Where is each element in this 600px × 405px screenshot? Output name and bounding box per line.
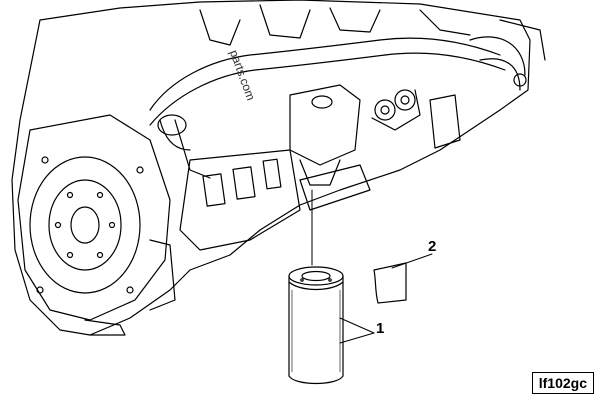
callout-leaders [339,253,433,344]
filter-head [289,84,361,186]
figure-reference-code: lf102gc [531,372,594,394]
oil-filter [288,266,344,385]
callout-1: 1 [376,320,385,337]
intake-pipes [149,4,506,179]
flywheel-housing [17,114,171,321]
callout-2: 2 [428,238,437,255]
engine-assembly [11,0,546,336]
valve-cluster [371,89,461,149]
crankcase-panels [84,149,371,336]
right-pipework [469,19,546,91]
filter-decal [373,262,407,304]
